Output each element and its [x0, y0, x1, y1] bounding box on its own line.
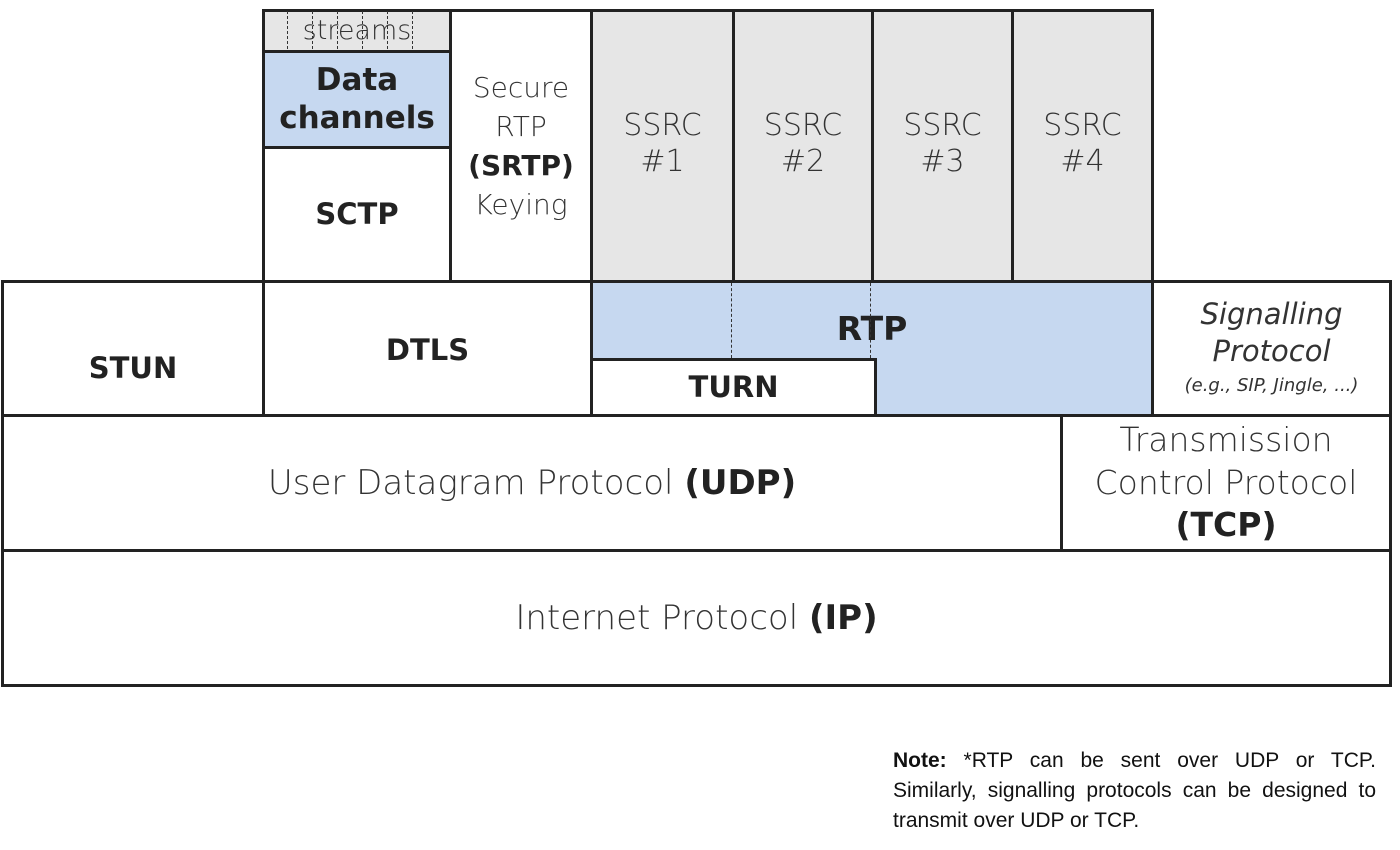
signalling-line1: Signalling — [1200, 296, 1343, 331]
ssrc-label: SSRC — [1043, 108, 1122, 143]
turn-box: TURN — [590, 358, 877, 417]
note-label: Note: — [893, 749, 947, 772]
signalling-line2: Protocol — [1212, 334, 1331, 369]
data-channels-box: Data channels — [262, 50, 452, 149]
turn-label: TURN — [688, 370, 779, 405]
stream-divider — [287, 11, 288, 49]
ssrc-3-box: SSRC #3 — [871, 9, 1014, 283]
footnote: Note: *RTP can be sent over UDP or TCP. … — [893, 746, 1376, 836]
rtp-label: RTP — [836, 309, 908, 348]
ssrc-number: #2 — [780, 144, 826, 179]
udp-abbr: (UDP) — [684, 462, 797, 503]
streams-label: streams — [302, 14, 412, 46]
stun-box: STUN — [1, 280, 265, 417]
stun-label: STUN — [88, 351, 178, 385]
ssrc-number: #3 — [920, 144, 965, 179]
ssrc-number: #4 — [1060, 144, 1105, 179]
tcp-abbr: (TCP) — [1175, 505, 1277, 545]
ssrc-rtp-divider — [731, 283, 732, 358]
streams-box: streams — [262, 9, 452, 53]
sctp-label: SCTP — [315, 197, 399, 232]
tcp-line2: Control Protocol — [1094, 462, 1358, 502]
ssrc-label: SSRC — [903, 108, 982, 143]
srtp-line3: (SRTP) — [468, 149, 574, 182]
tcp-line1: Transmission — [1119, 419, 1333, 459]
srtp-line1: Secure — [472, 70, 570, 104]
ssrc-label: SSRC — [763, 108, 843, 143]
ip-box: Internet Protocol (IP) — [1, 549, 1392, 687]
dtls-box: DTLS — [262, 280, 593, 417]
srtp-line4: Keying — [474, 188, 568, 222]
tcp-box: Transmission Control Protocol (TCP) — [1060, 414, 1392, 552]
udp-box: User Datagram Protocol (UDP) — [1, 414, 1063, 552]
stream-divider — [312, 11, 313, 49]
data-channels-line2: channels — [279, 99, 435, 136]
ssrc-2-box: SSRC #2 — [732, 9, 874, 283]
data-channels-line1: Data — [315, 62, 399, 99]
srtp-line2: RTP — [495, 109, 547, 143]
dtls-label: DTLS — [385, 333, 470, 367]
ip-abbr: (IP) — [808, 597, 878, 638]
stream-divider — [337, 11, 338, 49]
note-text: *RTP can be sent over UDP or TCP. Simila… — [893, 749, 1376, 832]
stream-divider — [362, 11, 363, 49]
srtp-keying-box: Secure RTP (SRTP) Keying — [449, 9, 593, 283]
ssrc-label: SSRC — [623, 108, 702, 143]
udp-label: User Datagram Protocol — [267, 462, 685, 503]
sctp-box: SCTP — [262, 146, 452, 283]
ip-label: Internet Protocol — [515, 597, 809, 638]
signalling-examples: (e.g., SIP, Jingle, ...) — [1184, 374, 1359, 396]
ssrc-4-box: SSRC #4 — [1011, 9, 1154, 283]
stream-divider — [387, 11, 388, 49]
signalling-protocol-box: Signalling Protocol (e.g., SIP, Jingle, … — [1151, 280, 1392, 417]
ssrc-number: #1 — [640, 144, 685, 179]
ssrc-1-box: SSRC #1 — [590, 9, 735, 283]
ssrc-rtp-divider — [870, 283, 871, 358]
stream-divider — [412, 11, 413, 49]
